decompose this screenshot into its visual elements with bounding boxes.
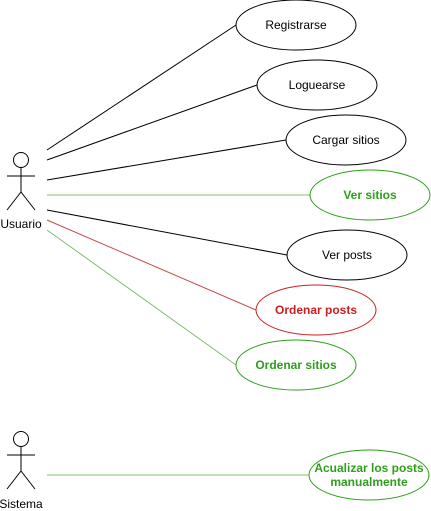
actor-sistema[interactable]: Sistema [0, 431, 43, 511]
actor-label: Sistema [0, 497, 43, 511]
use-case-ellipse [285, 114, 407, 166]
association-line-usuario-registrarse [46, 24, 237, 151]
use-case-label: Registrarse [265, 18, 327, 32]
actor-usuario[interactable]: Usuario [0, 152, 42, 232]
stick-figure-icon [6, 431, 36, 490]
actor-label: Usuario [0, 217, 42, 231]
association-line-usuario-cargar-sitios [46, 139, 287, 181]
stick-figure-icon [6, 152, 36, 211]
use-case-label: Ver posts [322, 248, 372, 262]
use-case-ordenar-sitios[interactable]: Ordenar sitios [235, 339, 357, 391]
use-case-ver-posts[interactable]: Ver posts [286, 229, 408, 281]
association-line-usuario-ordenar-posts [46, 219, 257, 311]
use-case-loguearse[interactable]: Loguearse [256, 59, 378, 111]
use-case-label: Cargar sitios [312, 133, 379, 147]
use-case-ellipse [309, 169, 431, 221]
use-case-ordenar-posts[interactable]: Ordenar posts [255, 284, 377, 336]
use-case-ver-sitios[interactable]: Ver sitios [309, 169, 431, 221]
use-case-cargar-sitios[interactable]: Cargar sitios [285, 114, 407, 166]
use-case-ellipse [256, 59, 378, 111]
association-line-usuario-loguearse [46, 84, 258, 161]
use-case-ellipse [235, 339, 357, 391]
associations-layer [46, 24, 310, 476]
use-case-ellipse [308, 449, 430, 501]
use-case-label: Ordenar posts [275, 303, 357, 317]
association-line-usuario-ordenar-sitios [46, 229, 237, 366]
use-case-registrarse[interactable]: Registrarse [235, 0, 357, 51]
use-case-ellipse [255, 284, 377, 336]
use-case-ellipse [286, 229, 408, 281]
use-case-ellipse [235, 0, 357, 51]
use-case-label: Ver sitios [343, 188, 397, 202]
use-case-label: Ordenar sitios [255, 358, 337, 372]
association-line-usuario-ver-posts [46, 209, 288, 256]
use-case-label: Loguearse [289, 78, 346, 92]
